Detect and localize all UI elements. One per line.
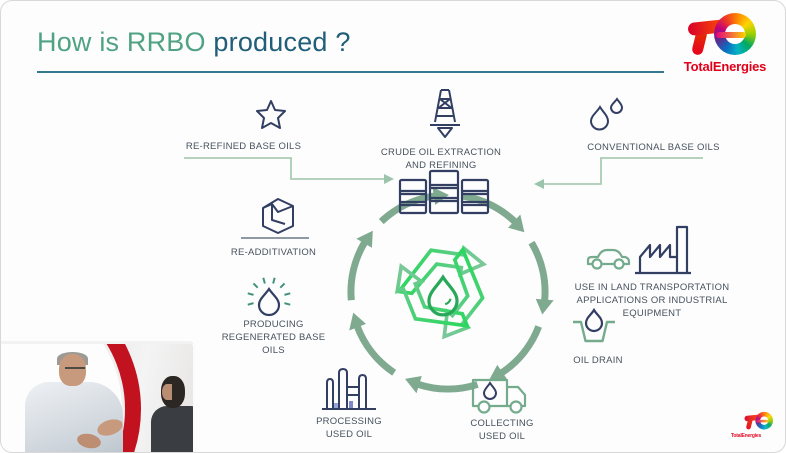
- label-re-additivation: RE-ADDITIVATION: [230, 247, 317, 258]
- oil-drain-pan-icon: [570, 307, 618, 347]
- presenter-left-head: [59, 354, 86, 386]
- recycle-droplet-icon: [394, 244, 488, 340]
- refinery-icon: [319, 365, 379, 413]
- label-producing-regenerated-base-oils: PRODUCING REGENERATED BASE OILS: [221, 319, 326, 356]
- title-dark-part: produced ?: [205, 27, 351, 57]
- presenter-right-face: [162, 384, 172, 400]
- page-title: How is RRBO produced ?: [37, 27, 351, 58]
- totalenergies-wordmark-small: TotalEnergies: [730, 433, 762, 439]
- label-rerefined-base-oils: RE-REFINED BASE OILS: [185, 141, 302, 152]
- label-conventional-base-oils: CONVENTIONAL BASE OILS: [587, 142, 720, 153]
- totalenergies-logo: TotalEnergies: [679, 11, 771, 77]
- droplet-rays-icon: [244, 275, 294, 321]
- label-crude-oil-extraction: CRUDE OIL EXTRACTION AND REFINING: [380, 147, 502, 171]
- totalenergies-te-icon: [687, 11, 762, 57]
- oil-droplets-icon: [587, 97, 627, 135]
- presenter-right-body: [151, 406, 193, 452]
- totalenergies-te-icon-small: [744, 411, 775, 430]
- additive-box-icon: [255, 194, 301, 236]
- te-e-ring: [714, 13, 756, 55]
- totalenergies-wordmark: TotalEnergies: [683, 59, 767, 74]
- label-use-in-land-transportation: USE IN LAND TRANSPORTATION APPLICATIONS …: [574, 282, 730, 319]
- label-processing-used-oil: PROCESSING USED OIL: [316, 416, 382, 440]
- title-green-part: How is RRBO: [37, 27, 206, 57]
- connector-right-arrowhead: [534, 179, 544, 189]
- label-oil-drain: OIL DRAIN: [573, 355, 623, 366]
- connector-left: [184, 157, 385, 180]
- presenter-left-shirt: [25, 382, 123, 452]
- car-icon: [584, 244, 632, 272]
- presenter-video-overlay: [1, 341, 195, 452]
- oil-derrick-icon: [422, 87, 466, 145]
- te-e-ring-small: [755, 411, 774, 430]
- oil-barrels-icon: [396, 168, 492, 216]
- box-ground-line: [241, 237, 309, 239]
- connector-left-arrowhead: [384, 174, 394, 184]
- connector-right: [543, 157, 703, 185]
- factory-icon: [633, 221, 693, 279]
- title-underline: [37, 71, 664, 73]
- label-collecting-used-oil: COLLECTING USED OIL: [470, 418, 534, 442]
- collection-truck-icon: [469, 375, 533, 417]
- star-icon: [256, 99, 286, 129]
- presenter-right: [151, 376, 193, 452]
- totalenergies-logo-small: TotalEnergies: [723, 411, 774, 439]
- presenter-left-glasses: [65, 367, 85, 371]
- presenter-left: [19, 352, 139, 452]
